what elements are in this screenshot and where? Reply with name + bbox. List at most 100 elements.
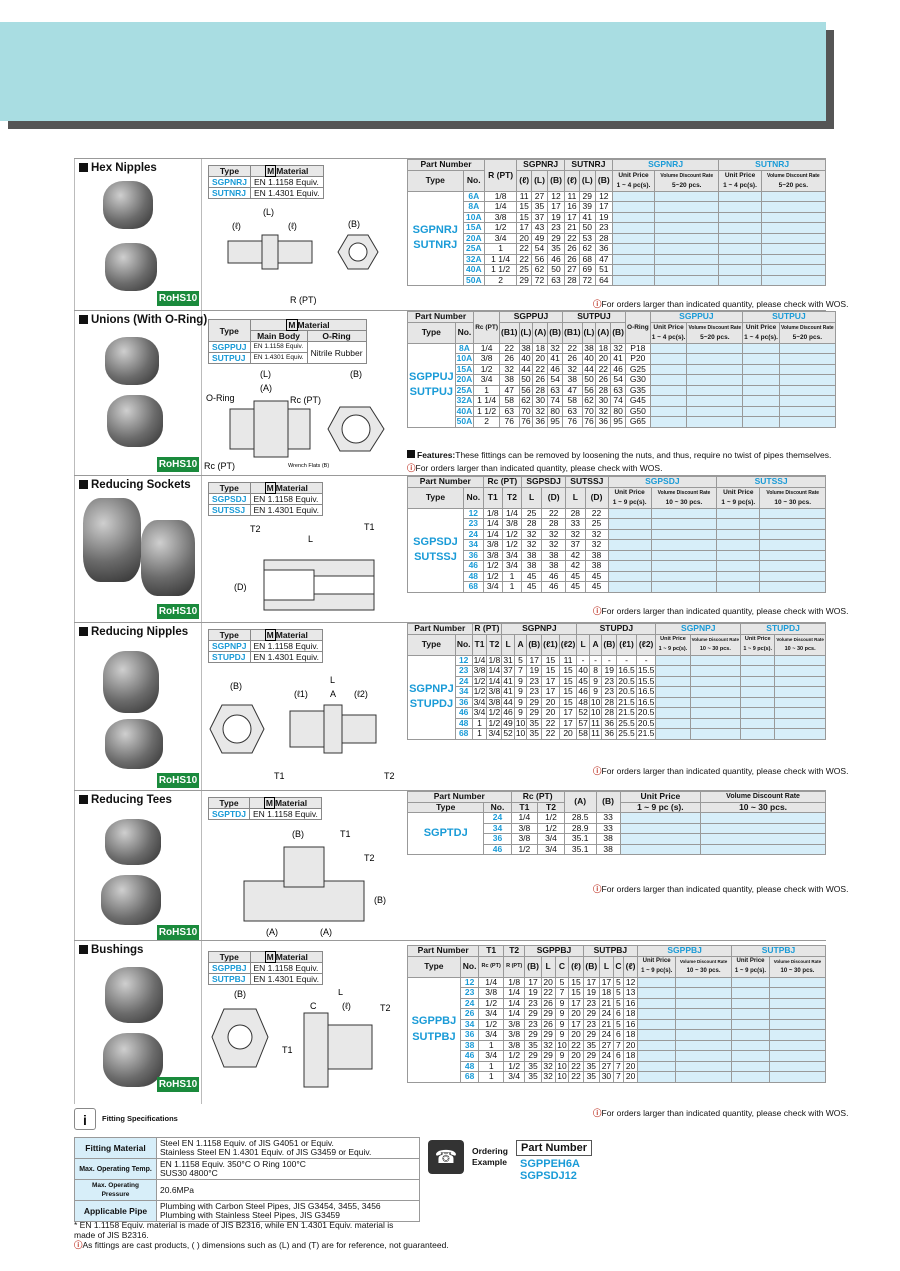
value-cell: G45 (625, 395, 651, 407)
price-cell (686, 384, 744, 396)
part-no-cell: 48 (454, 717, 473, 729)
price-cell (611, 211, 656, 223)
dim-label: L (338, 989, 343, 997)
section-left-panel: Hex Nipples RoHS10 (74, 159, 202, 310)
th: SUTPBJ (731, 945, 826, 957)
price-cell (655, 728, 691, 740)
order-note-text: For orders larger than indicated quantit… (601, 1108, 849, 1118)
th-text: 1 ~ 9 pc(s). (658, 645, 688, 652)
value-cell: - (601, 654, 618, 666)
order-note: ⓘFor orders larger than indicated quanti… (593, 1107, 848, 1119)
value-cell: 32 (540, 1039, 556, 1051)
part-no-cell: 24 (459, 997, 480, 1009)
specs-title-text: Fitting Specifications (102, 1113, 178, 1123)
value-cell: 6 (612, 1008, 624, 1020)
th-text: Unit Price (653, 324, 684, 331)
value-cell: 3/4 (471, 707, 488, 719)
price-cell (611, 253, 656, 265)
value-cell: 3/8 (486, 686, 503, 698)
value-cell: 11 (516, 190, 533, 202)
value-cell: 38 (498, 374, 520, 386)
value-cell: 26 (564, 253, 580, 265)
order-note: ⓘFor orders larger than indicated quanti… (593, 883, 848, 895)
th: (B) (610, 321, 627, 344)
value-cell: 56 (518, 384, 534, 396)
value-cell: 20 (568, 1008, 584, 1020)
price-cell (686, 342, 744, 354)
value-cell: 51 (594, 264, 613, 276)
footnote-line: made of JIS B2316. (74, 1230, 149, 1240)
footnote-line: As fittings are cast products, ( ) dimen… (82, 1240, 449, 1250)
value-cell: 38 (581, 342, 597, 354)
part-no-cell: 34 (462, 539, 484, 551)
spec-value: Plumbing with Carbon Steel Pipes, JIS G3… (156, 1200, 420, 1222)
th: 1 ~ 9 pc (s). (619, 801, 702, 813)
value-cell: 16.5 (635, 696, 657, 708)
spec-label: Applicable Pipe (74, 1200, 157, 1222)
value-cell: 3/8 (482, 549, 503, 561)
th: L (576, 633, 590, 656)
price-cell (760, 264, 827, 276)
price-cell (742, 384, 780, 396)
material-icon: M (264, 951, 276, 963)
value-cell: 33 (565, 518, 586, 530)
price-cell (686, 374, 744, 386)
value-cell: 15.5 (635, 665, 657, 677)
value-cell: 3/4 (478, 1008, 505, 1020)
value-cell: G35 (625, 384, 651, 396)
price-cell (759, 518, 826, 530)
th-text: 10 ~ 30 pcs. (699, 646, 731, 652)
dim-label: T1 (340, 829, 351, 839)
dim-label: L (330, 675, 335, 685)
value-cell: 1/4 (486, 665, 503, 677)
value-cell: 20 (568, 1029, 584, 1041)
value-cell: 38 (595, 843, 621, 855)
dim-label: T2 (380, 1003, 391, 1013)
value-cell: 32 (540, 1060, 556, 1072)
value-cell: 3/8 (478, 987, 505, 999)
value-cell: 22 (568, 1039, 584, 1051)
value-cell: 20.5 (635, 717, 657, 729)
mat-code: SUTPUJ (208, 352, 251, 364)
value-cell: 54 (531, 243, 548, 255)
value-cell: 3/4 (537, 843, 565, 855)
mat-head-type: Type (208, 319, 251, 342)
th: Part Number (406, 945, 480, 957)
value-cell: 38 (521, 560, 543, 572)
th: SUTNRJ (718, 159, 826, 171)
value-cell: 1/2 (482, 570, 503, 582)
value-cell: 24 (599, 1008, 614, 1020)
price-cell (649, 405, 688, 417)
th-text: 10 ~ 30 pcs. (665, 499, 703, 506)
value-cell: 1/2 (510, 843, 539, 855)
value-cell: 49 (531, 232, 548, 244)
spec-label: Fitting Material (74, 1137, 157, 1159)
price-cell (742, 342, 780, 354)
phone-icon: ☎ (428, 1140, 464, 1174)
value-cell: 12 (622, 976, 639, 988)
price-cell (689, 665, 742, 677)
spec-line: Plumbing with Carbon Steel Pipes, JIS G3… (160, 1201, 381, 1211)
type-code: SGPPUJ (409, 370, 454, 383)
value-cell: 35 (546, 243, 566, 255)
th: T1 (471, 633, 488, 656)
price-cell (675, 1050, 733, 1062)
value-cell: 42 (565, 560, 586, 572)
value-cell: 5 (612, 987, 624, 999)
value-cell: 18 (622, 1050, 639, 1062)
value-cell: 3/8 (471, 665, 488, 677)
value-cell: 29 (540, 1050, 556, 1062)
th: STUPDJ (740, 623, 826, 635)
